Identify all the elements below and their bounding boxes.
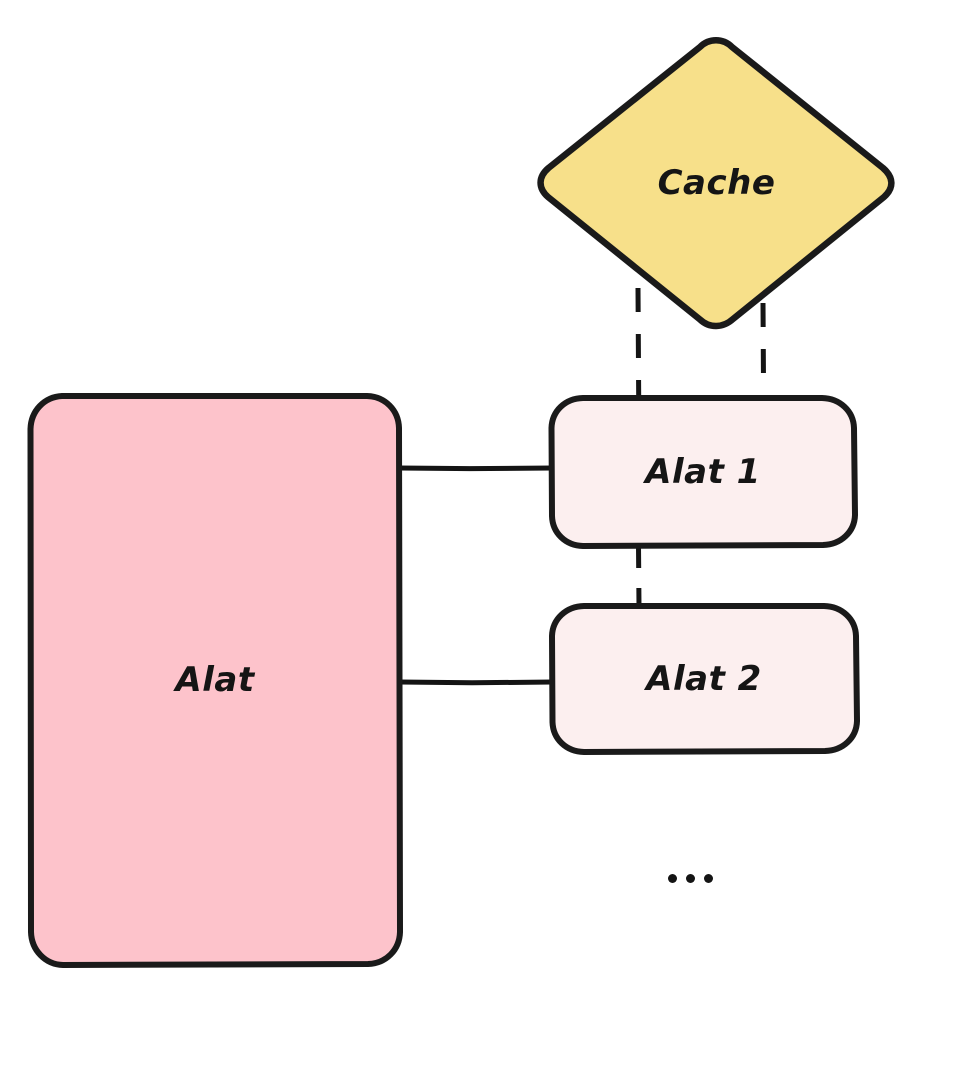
edge-alat-to-alat1 (396, 465, 556, 472)
node-shape-alat[interactable] (27, 393, 403, 968)
edge-alat-to-alat2 (396, 679, 556, 686)
ellipsis-dot (703, 873, 713, 883)
edge-cache-to-alat1-right (760, 302, 767, 400)
node-shape-alat1[interactable] (548, 395, 858, 549)
edge-alat1-to-alat2 (636, 545, 642, 608)
ellipsis-dot (667, 873, 677, 883)
node-shape-cache[interactable] (537, 37, 895, 330)
edge-cache-to-alat1-left (635, 287, 642, 400)
node-shape-alat2[interactable] (549, 603, 860, 755)
ellipsis-dot (685, 873, 695, 883)
ellipsis-indicator (660, 862, 720, 894)
